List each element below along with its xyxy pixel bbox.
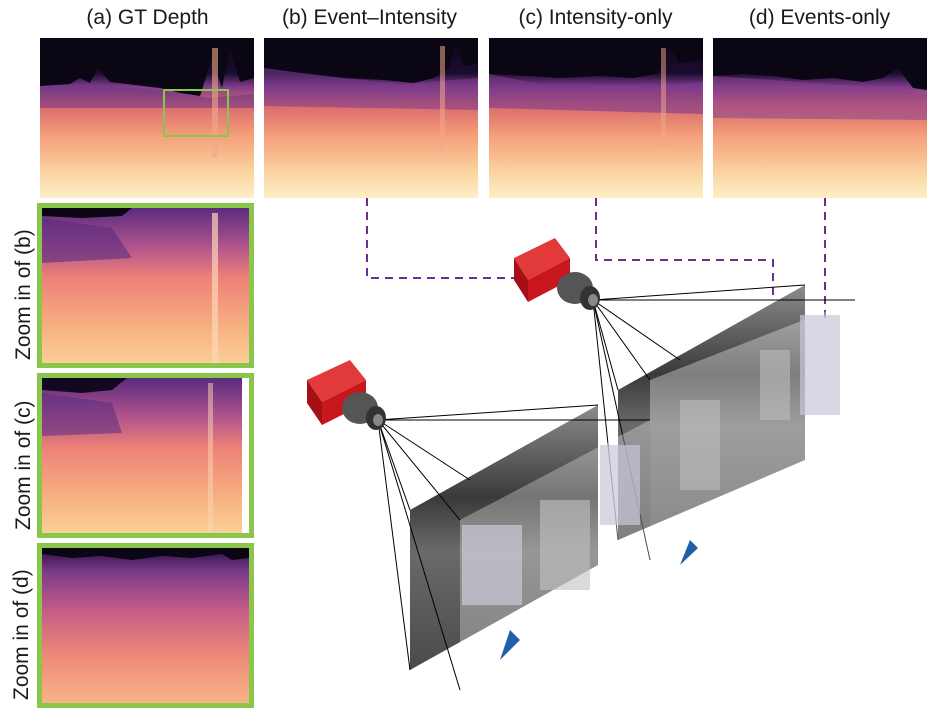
gt-depth-map bbox=[40, 38, 254, 198]
rear-event-points bbox=[680, 315, 840, 490]
highlight-box bbox=[163, 89, 229, 137]
title-events-only: (d) Events-only bbox=[748, 6, 891, 29]
zoom-panel-c bbox=[37, 373, 254, 538]
camera-body-front bbox=[528, 258, 570, 302]
lens-glass bbox=[588, 294, 598, 306]
title-gt-depth: (a) GT Depth bbox=[86, 6, 209, 29]
zoom-panel-d bbox=[37, 543, 254, 708]
camera-rear bbox=[514, 238, 600, 310]
connector-b bbox=[366, 198, 530, 279]
camera-front bbox=[307, 360, 386, 430]
prediction-events-only bbox=[713, 38, 927, 198]
title-event-intensity: (b) Event–Intensity bbox=[281, 6, 458, 29]
prediction-event-intensity bbox=[264, 38, 478, 198]
prediction-intensity-only bbox=[489, 38, 703, 198]
front-frame-group bbox=[377, 404, 698, 691]
front-event-points bbox=[462, 445, 698, 660]
connector-c bbox=[595, 198, 774, 300]
title-intensity-only: (c) Intensity-only bbox=[518, 6, 673, 29]
camera-body-top bbox=[514, 238, 570, 280]
zoom-panel-b bbox=[37, 203, 254, 368]
rear-frame-group bbox=[592, 284, 855, 561]
front-frustum-lines bbox=[377, 404, 650, 691]
